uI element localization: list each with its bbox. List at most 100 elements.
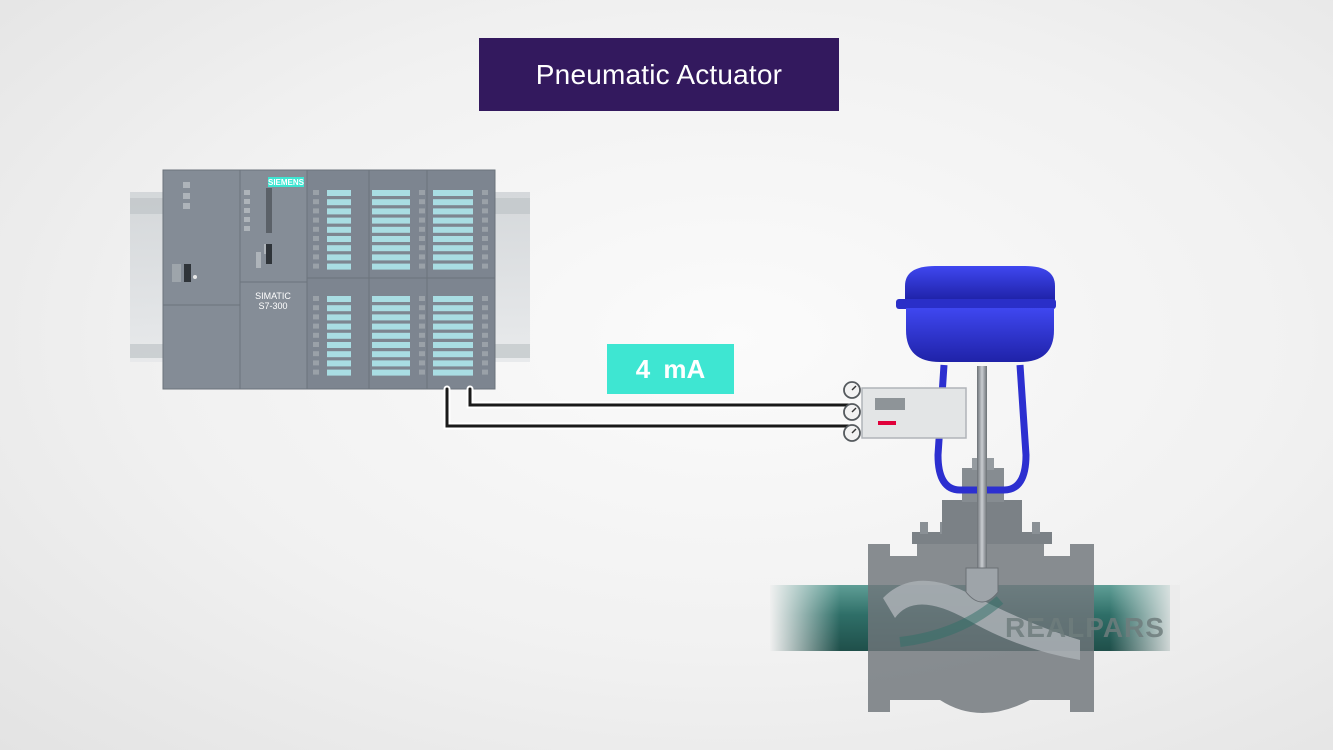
io-led — [313, 190, 319, 195]
io-led — [313, 254, 319, 260]
plc-brand-plate — [268, 177, 304, 187]
io-led — [419, 369, 425, 375]
plc-io-modules — [306, 169, 496, 390]
io-led — [482, 208, 488, 214]
io-terminal-slot — [372, 351, 410, 358]
io-terminal-slot — [372, 226, 410, 233]
io-terminal-slot — [327, 245, 351, 252]
io-led — [313, 236, 319, 241]
io-terminal-slot — [372, 236, 410, 242]
io-terminal-slot — [433, 190, 473, 196]
io-led — [313, 296, 319, 301]
io-terminal-slot — [327, 314, 351, 321]
io-terminal-slot — [433, 332, 473, 339]
io-terminal-slot — [433, 217, 473, 224]
io-terminal-slot — [433, 351, 473, 358]
io-led — [482, 332, 488, 338]
io-terminal-slot — [327, 360, 351, 367]
signal-label: 4 mA — [607, 344, 734, 394]
io-led — [419, 254, 425, 260]
io-terminal-slot — [433, 254, 473, 261]
io-led — [482, 305, 488, 311]
io-led — [482, 296, 488, 301]
io-led — [313, 263, 319, 269]
io-led — [482, 226, 488, 232]
realpars-watermark: REALPARS — [1005, 612, 1165, 643]
io-terminal-slot — [327, 263, 351, 270]
io-led — [482, 360, 488, 366]
io-led — [419, 342, 425, 347]
io-terminal-slot — [433, 199, 473, 206]
io-led — [313, 226, 319, 232]
io-led — [482, 351, 488, 357]
io-terminal-slot — [372, 332, 410, 339]
io-led — [313, 199, 319, 205]
io-led — [313, 369, 319, 375]
io-led — [482, 199, 488, 205]
io-terminal-slot — [372, 199, 410, 206]
io-terminal-slot — [327, 296, 351, 302]
io-led — [419, 263, 425, 269]
io-led — [482, 314, 488, 320]
io-led — [313, 323, 319, 329]
plc-model-line2: S7-300 — [258, 301, 287, 311]
io-terminal-slot — [433, 263, 473, 270]
io-terminal-slot — [327, 217, 351, 224]
io-terminal-slot — [372, 263, 410, 270]
io-led — [419, 190, 425, 195]
io-terminal-slot — [433, 305, 473, 312]
io-terminal-slot — [327, 199, 351, 206]
plc-cpu-module — [239, 169, 308, 390]
io-terminal-slot — [327, 190, 351, 196]
io-terminal-slot — [433, 296, 473, 302]
io-terminal-slot — [327, 351, 351, 358]
io-terminal-slot — [327, 323, 351, 330]
actuator-diaphragm — [896, 266, 1056, 362]
io-led — [313, 305, 319, 311]
io-terminal-slot — [372, 369, 410, 376]
io-led — [419, 323, 425, 329]
io-terminal-slot — [327, 226, 351, 233]
io-led — [482, 236, 488, 241]
io-led — [313, 342, 319, 347]
io-led — [482, 369, 488, 375]
io-terminal-slot — [327, 369, 351, 376]
valve-positioner — [843, 381, 967, 442]
io-terminal-slot — [327, 342, 351, 348]
io-led — [313, 360, 319, 366]
io-terminal-slot — [433, 342, 473, 348]
io-terminal-slot — [372, 190, 410, 196]
io-terminal-slot — [433, 323, 473, 330]
io-terminal-slot — [372, 342, 410, 348]
io-led — [419, 226, 425, 232]
io-terminal-slot — [327, 236, 351, 242]
io-terminal-slot — [327, 254, 351, 261]
io-terminal-slot — [433, 245, 473, 252]
io-led — [419, 245, 425, 251]
io-led — [313, 314, 319, 320]
io-terminal-slot — [433, 226, 473, 233]
io-led — [419, 208, 425, 214]
io-led — [419, 332, 425, 338]
io-terminal-slot — [433, 236, 473, 242]
io-terminal-slot — [372, 360, 410, 367]
signal-cable — [443, 385, 852, 430]
io-terminal-slot — [372, 323, 410, 330]
io-led — [313, 217, 319, 223]
io-terminal-slot — [372, 217, 410, 224]
io-led — [313, 208, 319, 214]
plc-model-line1: SIMATIC — [255, 291, 291, 301]
io-terminal-slot — [327, 208, 351, 215]
io-terminal-slot — [433, 369, 473, 376]
io-terminal-slot — [372, 208, 410, 215]
io-led — [482, 190, 488, 195]
io-led — [482, 245, 488, 251]
io-terminal-slot — [433, 360, 473, 367]
io-led — [419, 351, 425, 357]
io-terminal-slot — [372, 245, 410, 252]
title-banner: Pneumatic Actuator — [479, 38, 839, 111]
io-led — [419, 305, 425, 311]
io-led — [482, 342, 488, 347]
valve-stem — [965, 366, 999, 603]
io-led — [482, 263, 488, 269]
